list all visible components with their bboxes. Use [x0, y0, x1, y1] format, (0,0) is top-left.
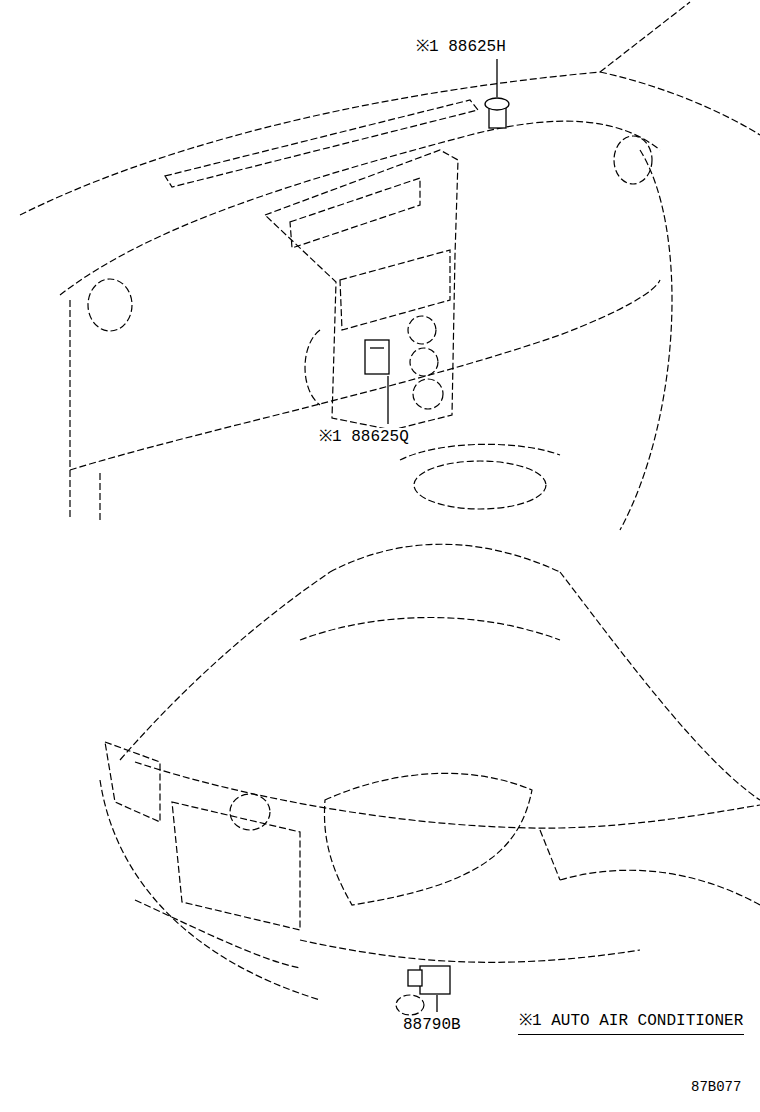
part-number: 88790B — [402, 1016, 462, 1034]
illustration-code: 87B077 — [690, 1078, 742, 1096]
footnote: ※1 AUTO AIR CONDITIONER — [518, 1012, 744, 1035]
part-number: ※1 88625Q — [318, 428, 410, 446]
part-number: ※1 88625H — [415, 38, 507, 56]
